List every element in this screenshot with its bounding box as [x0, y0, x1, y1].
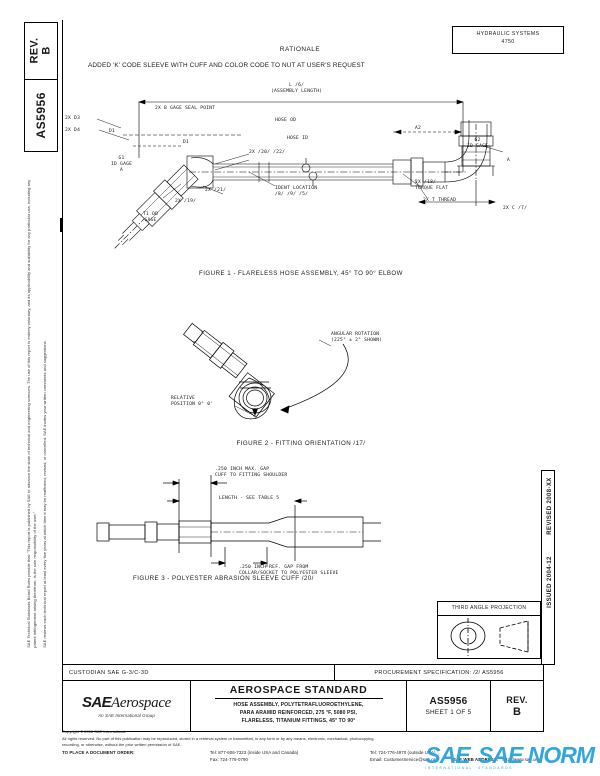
logo-sae-text: SAE: [81, 694, 112, 711]
figure-2-caption: FIGURE 2 - FITTING ORIENTATION /17/: [236, 440, 366, 447]
order-row-1: TO PLACE A DOCUMENT ORDER: Tel: 877-606-…: [62, 750, 544, 757]
figure-2-drawing: ANGULAR ROTATION (225° ± 2° SHOWN) RELAT…: [63, 320, 545, 430]
figure-3-caption: FIGURE 3 - POLYESTER ABRASION SLEEVE CUF…: [133, 575, 314, 582]
fig1-label-2x-20-22: 2X /20/ /22/: [249, 150, 286, 155]
watermark-sub-left: INTERNATIONAL: [425, 766, 474, 770]
revision-tab: REV.B: [24, 22, 58, 80]
standard-number: AS5956: [429, 696, 468, 707]
watermark-sae: SAE: [425, 742, 470, 769]
order-label: TO PLACE A DOCUMENT ORDER:: [62, 750, 135, 756]
order-tel-outside: Tel: 724-776-4970 (outside USA): [370, 750, 436, 756]
figure-1-caption: FIGURE 1 - FLARELESS HOSE ASSEMBLY, 45° …: [199, 270, 403, 277]
rationale-body: ADDED 'K' CODE SLEEVE WITH CUFF AND COLO…: [88, 62, 365, 69]
fig1-label-2x-21: 2X /21/: [205, 188, 227, 193]
procurement-spec-field: PROCUREMENT SPECIFICATION: /2/ AS5956: [374, 669, 504, 676]
title-block-row-2: SAE Aerospace An SAE International Group…: [63, 681, 543, 731]
fig1-label-g2-id-gage: G2 ID GAGE: [467, 138, 489, 150]
rationale-heading: RATIONALE: [279, 46, 321, 53]
revised-date: REVISED 2008-XX: [547, 477, 553, 535]
classification-line2: 4750: [501, 38, 515, 45]
fig1-label-g1-id-gage: G1 ID GAGE A: [111, 156, 133, 174]
web-address-label: SAE WEB ADDRESS:: [452, 756, 499, 762]
figure-1-drawing: L /6/ (ASSEMBLY LENGTH) 2X B GAGE SEAL P…: [63, 80, 545, 280]
fig3-label-max-gap: .250 INCH MAX. GAP CUFF TO FITTING SHOUL…: [215, 467, 288, 479]
fig3-label-ref-gap: .250 INCH REF. GAP FROM COLLAR/SOCKET TO…: [239, 565, 339, 577]
order-row-2: Fax: 724-776-0790 Email: CustomerService…: [62, 757, 544, 764]
issued-revised-strip: ISSUED 2004-12 REVISED 2008-XX: [541, 470, 555, 665]
standard-title: AEROSPACE STANDARD: [229, 684, 368, 696]
watermark-sub-right: STANDARDS: [478, 766, 514, 770]
order-fax: Fax: 724-776-0790: [210, 756, 248, 762]
title-block-row-1: CUSTODIAN SAE G-3/C-3D PROCUREMENT SPECI…: [63, 665, 543, 681]
order-email: Email: CustomerService@sae.org SAE WEB A…: [370, 757, 544, 764]
fig1-label-2x-d3: 2X D3: [65, 116, 81, 121]
fig1-label-t1-od-gage: T1 OD GAGE: [143, 212, 159, 224]
order-email-text: Email: CustomerService@sae.org: [370, 756, 438, 762]
left-rev-stack: REV.B AS5956: [24, 22, 58, 152]
standard-title-cell: AEROSPACE STANDARD HOSE ASSEMBLY, POLYTE…: [191, 681, 407, 731]
standard-title-rule: [214, 698, 383, 699]
figure-2-svg: [183, 322, 349, 420]
third-angle-symbol-icon: [450, 618, 529, 656]
watermark-sae-norm: SAE NORM: [478, 742, 595, 769]
document-footer: Copyright © 2008 SAE International All r…: [62, 729, 544, 763]
fig3-label-length-table: LENGTH - SEE TABLE 5: [219, 496, 280, 501]
fig1-label-d1-a: D1: [109, 129, 116, 134]
custodian-field: CUSTODIAN SAE G-3/C-3D: [63, 665, 335, 680]
standard-subtitle-line1: HOSE ASSEMBLY, POLYTETRAFLUOROETHYLENE,: [233, 702, 364, 708]
rights-line-1: All rights reserved. No part of this pub…: [62, 735, 375, 741]
third-angle-projection-box: THIRD ANGLE PROJECTION: [437, 601, 541, 659]
sae-aerospace-logo: SAE Aerospace An SAE International Group: [63, 681, 191, 731]
fig1-label-2x-d4: 2X D4: [65, 128, 81, 133]
revision-cell: REV. B: [491, 681, 543, 731]
copyright-line: Copyright © 2008 SAE International: [62, 729, 126, 734]
drawing-canvas: L /6/ (ASSEMBLY LENGTH) 2X B GAGE SEAL P…: [62, 20, 544, 665]
fig2-label-relative-position: RELATIVE POSITION 0° 0': [171, 396, 214, 408]
fig1-label-seal-point: 2X B GAGE SEAL POINT: [155, 106, 216, 111]
revision-value: B: [513, 705, 521, 718]
figure-3-svg: [96, 475, 381, 567]
fig2-label-angular-rotation: ANGULAR ROTATION (225° ± 2° SHOWN): [331, 332, 383, 344]
figure-3-drawing: .250 INCH MAX. GAP CUFF TO FITTING SHOUL…: [63, 465, 545, 595]
rights-line-2: recording, or otherwise, without the pri…: [62, 741, 182, 747]
standard-subtitle-line2: PARA ARAMID REINFORCED, 275 °F, 5080 PSI…: [239, 709, 358, 716]
fig1-label-ident-location: IDENT LOCATION /8/ /9/ /5/: [275, 186, 318, 198]
standard-number-cell: AS5956 SHEET 1 OF 5: [407, 681, 491, 731]
fig1-label-2x-19: 2X /19/: [175, 199, 197, 204]
sae-norm-watermark: SAE INTERNATIONAL SAE NORM STANDARDS: [425, 742, 595, 770]
title-block: CUSTODIAN SAE G-3/C-3D PROCUREMENT SPECI…: [62, 664, 544, 732]
fig1-label-2x-t-thread: 2X T THREAD: [423, 198, 457, 203]
order-tel-us: Tel: 877-606-7323 (inside USA and Canada…: [210, 750, 299, 756]
fig1-label-torque-flat: 2X /18/ TORQUE FLAT: [415, 180, 449, 192]
standard-subtitle-line3: FLARELESS, TITANIUM FITTINGS, 45° TO 90°: [241, 717, 356, 724]
third-angle-projection-heading: THIRD ANGLE PROJECTION: [451, 605, 527, 611]
standard-number-tab-label: AS5956: [33, 92, 48, 139]
revision-label: REV.: [506, 694, 528, 705]
fig1-label-2x-c: 2X C /7/: [503, 206, 528, 211]
classification-line1: HYDRAULIC SYSTEMS: [476, 31, 540, 37]
logo-aerospace-text: Aerospace: [110, 695, 172, 711]
fig1-label-d1-b: D1: [183, 140, 190, 145]
fig1-label-assembly-length: L /6/ (ASSEMBLY LENGTH): [271, 83, 323, 95]
sheet-number: SHEET 1 OF 5: [425, 709, 472, 716]
figure-1-svg: [96, 99, 504, 249]
logo-tagline: An SAE International Group: [98, 713, 155, 718]
fig1-label-hose-od: HOSE OD: [275, 118, 297, 123]
fig1-label-section-a: A: [507, 158, 511, 163]
change-bar-marker: [60, 218, 63, 232]
web-address-url[interactable]: http://www.sae.org: [502, 756, 540, 762]
third-angle-divider: [438, 615, 540, 616]
fig1-label-a2: A2: [415, 126, 422, 131]
standard-number-tab: AS5956: [24, 80, 58, 152]
fig1-label-hose-id: HOSE ID: [287, 136, 309, 141]
